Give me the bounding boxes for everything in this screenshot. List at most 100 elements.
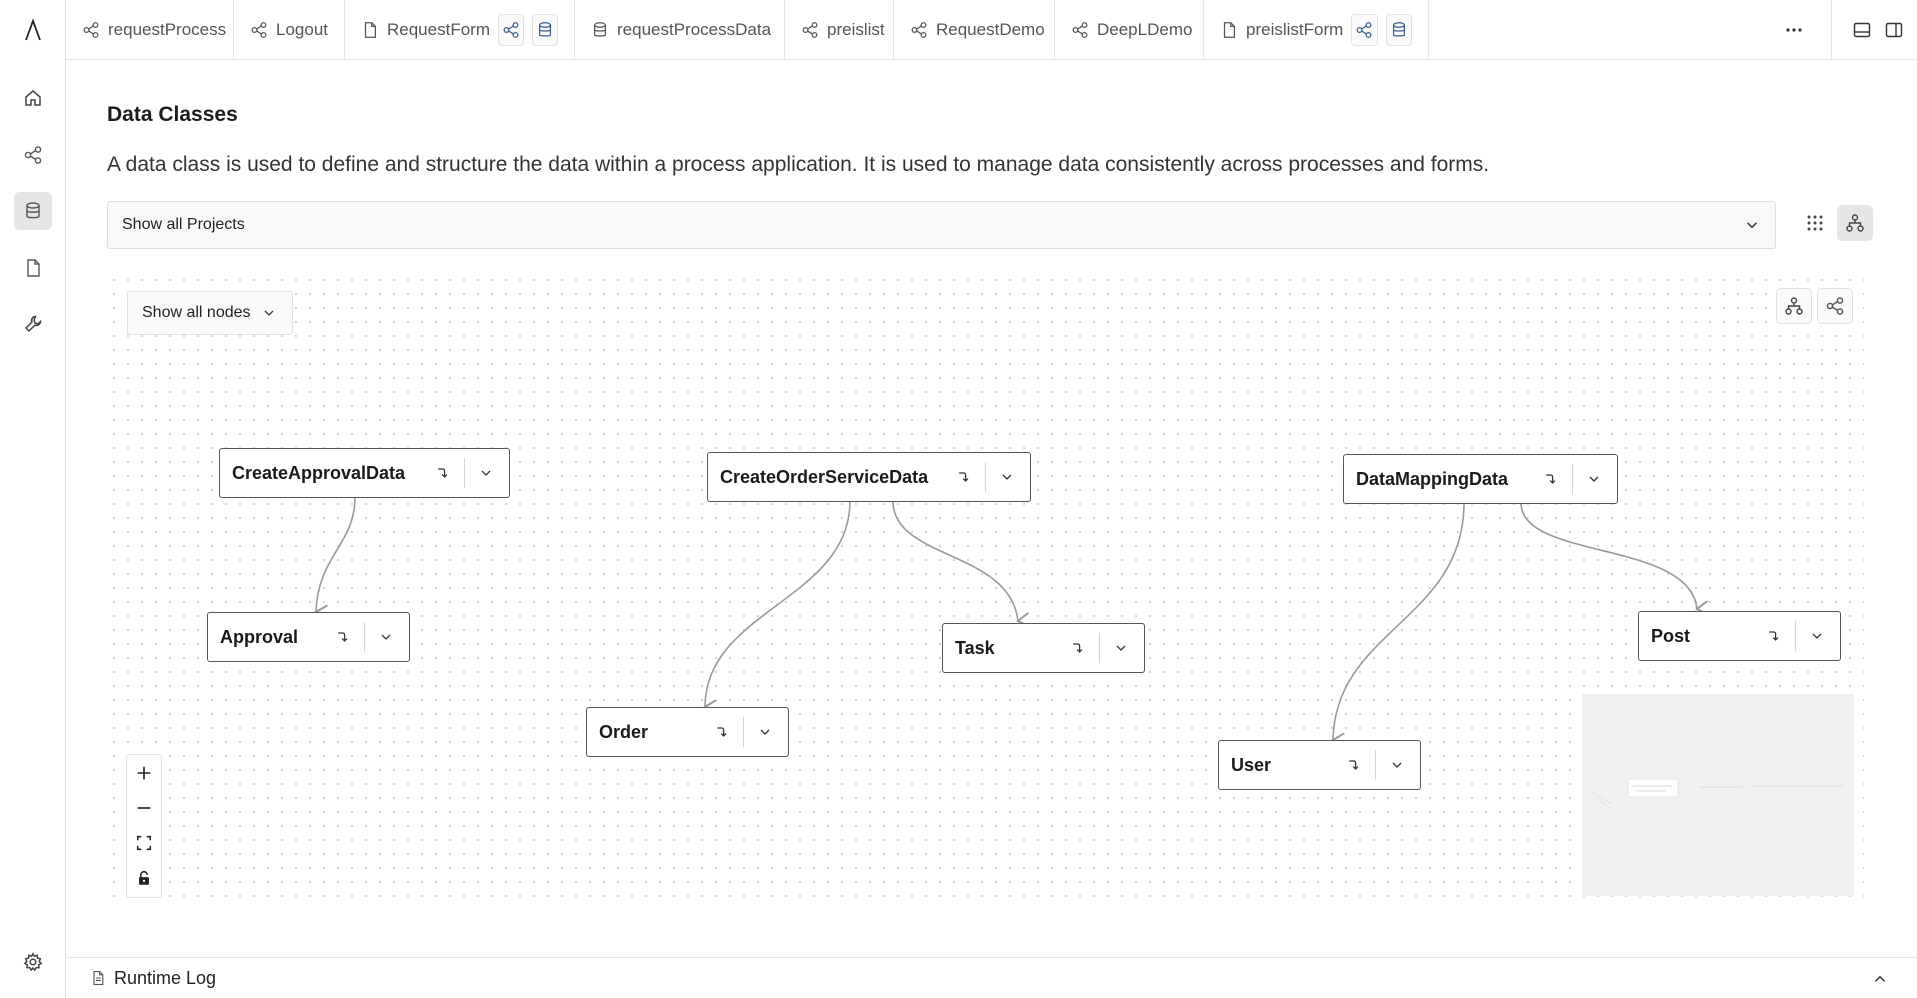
sidebar-item-settings[interactable]: [14, 943, 52, 981]
graph-minimap[interactable]: [1582, 694, 1854, 896]
grid-view-button[interactable]: [1797, 205, 1833, 241]
open-data-button[interactable]: [531, 14, 558, 46]
node-datamappingdata[interactable]: DataMappingData: [1343, 454, 1618, 504]
divider: [464, 458, 465, 488]
node-name: CreateOrderServiceData: [720, 466, 929, 487]
enter-arrow-icon: [1070, 640, 1086, 656]
node-name: Approval: [220, 626, 299, 647]
expand-node-button[interactable]: [990, 460, 1024, 494]
zoom-controls: [126, 754, 162, 898]
tab-preislist[interactable]: preislist: [785, 0, 894, 60]
file-icon: [1220, 21, 1238, 39]
sidebar-item-home[interactable]: [14, 79, 52, 117]
expand-node-button[interactable]: [1577, 462, 1611, 496]
tab-requestdemo[interactable]: RequestDemo: [894, 0, 1055, 60]
graph-view-button[interactable]: [1837, 205, 1873, 241]
sidebar-item-processes[interactable]: [14, 136, 52, 174]
database-icon: [1390, 21, 1408, 39]
left-sidebar: [0, 0, 66, 998]
jump-to-button[interactable]: [1534, 462, 1568, 496]
jump-to-button[interactable]: [947, 460, 981, 494]
chevron-down-icon: [1113, 640, 1129, 656]
zoom-out-icon: [135, 799, 153, 817]
toggle-bottom-panel-button[interactable]: [1844, 0, 1880, 60]
database-icon: [536, 21, 554, 39]
chevron-down-icon: [1389, 757, 1405, 773]
divider: [1795, 621, 1796, 651]
minimap-preview: [1591, 778, 1844, 809]
jump-to-button[interactable]: [1757, 619, 1791, 653]
node-createorderservicedata[interactable]: CreateOrderServiceData: [707, 452, 1031, 502]
tab-requestprocess[interactable]: requestProcess: [66, 0, 234, 60]
process-icon: [801, 21, 819, 39]
runtime-log-panel[interactable]: Runtime Log: [66, 957, 1917, 998]
node-name: CreateApprovalData: [232, 462, 406, 483]
node-name: DataMappingData: [1356, 468, 1509, 489]
wrench-icon: [23, 314, 43, 334]
expand-node-button[interactable]: [1380, 748, 1414, 782]
divider: [985, 462, 986, 492]
chevron-down-icon: [999, 469, 1015, 485]
chevron-down-icon: [1743, 216, 1761, 234]
tree-layout-button[interactable]: [1776, 288, 1812, 324]
more-tabs-button[interactable]: [1776, 0, 1812, 60]
process-icon: [250, 21, 268, 39]
jump-to-button[interactable]: [1337, 748, 1371, 782]
node-order[interactable]: Order: [586, 707, 789, 757]
expand-node-button[interactable]: [748, 715, 782, 749]
divider: [364, 622, 365, 652]
sidebar-item-tools[interactable]: [14, 305, 52, 343]
process-icon: [82, 21, 100, 39]
node-name: Post: [1651, 625, 1691, 646]
expand-node-button[interactable]: [469, 456, 503, 490]
lock-canvas-button[interactable]: [127, 860, 161, 895]
tab-label: preislistForm: [1246, 20, 1344, 39]
sidebar-item-forms[interactable]: [14, 249, 52, 287]
nodes-filter-dropdown[interactable]: Show all nodes: [127, 291, 293, 335]
tab-logout[interactable]: Logout: [234, 0, 345, 60]
zoom-in-icon: [135, 764, 153, 782]
jump-to-button[interactable]: [326, 620, 360, 654]
chevron-up-icon[interactable]: [1871, 970, 1889, 988]
jump-to-button[interactable]: [705, 715, 739, 749]
tab-label: requestProcess: [108, 20, 227, 39]
node-task[interactable]: Task: [942, 623, 1145, 673]
node-createapprovaldata[interactable]: CreateApprovalData: [219, 448, 510, 498]
enter-arrow-icon: [435, 465, 451, 481]
chevron-down-icon: [478, 465, 494, 481]
fit-view-button[interactable]: [127, 825, 161, 860]
sidebar-item-data-classes[interactable]: [14, 192, 52, 230]
file-icon: [361, 21, 379, 39]
open-process-button[interactable]: [497, 14, 524, 46]
tab-preislistform[interactable]: preislistForm: [1204, 0, 1429, 60]
enter-arrow-icon: [956, 469, 972, 485]
tree-layout-icon: [1784, 296, 1804, 316]
grid-icon: [1805, 213, 1825, 233]
jump-to-button[interactable]: [426, 456, 460, 490]
project-filter-select[interactable]: Show all Projects: [107, 201, 1776, 249]
expand-node-button[interactable]: [1800, 619, 1834, 653]
node-post[interactable]: Post: [1638, 611, 1841, 661]
tab-requestprocessdata[interactable]: requestProcessData: [575, 0, 785, 60]
tab-deepldemo[interactable]: DeepLDemo: [1055, 0, 1204, 60]
divider: [743, 717, 744, 747]
network-layout-button[interactable]: [1817, 288, 1853, 324]
zoom-in-button[interactable]: [127, 755, 161, 790]
zoom-out-button[interactable]: [127, 790, 161, 825]
expand-node-button[interactable]: [1104, 631, 1138, 665]
toggle-right-panel-button[interactable]: [1876, 0, 1912, 60]
enter-arrow-icon: [1346, 757, 1362, 773]
jump-to-button[interactable]: [1061, 631, 1095, 665]
expand-node-button[interactable]: [369, 620, 403, 654]
editor-tab-bar: requestProcess Logout RequestForm reques…: [66, 0, 1917, 60]
lambda-logo-icon[interactable]: [0, 0, 66, 60]
gear-icon: [23, 952, 43, 972]
tab-label: DeepLDemo: [1097, 20, 1193, 39]
tab-requestform[interactable]: RequestForm: [345, 0, 575, 60]
node-approval[interactable]: Approval: [207, 612, 410, 662]
node-user[interactable]: User: [1218, 740, 1421, 790]
open-process-button[interactable]: [1351, 14, 1378, 46]
open-data-button[interactable]: [1385, 14, 1412, 46]
tab-label: preislist: [827, 20, 885, 39]
home-icon: [23, 88, 43, 108]
